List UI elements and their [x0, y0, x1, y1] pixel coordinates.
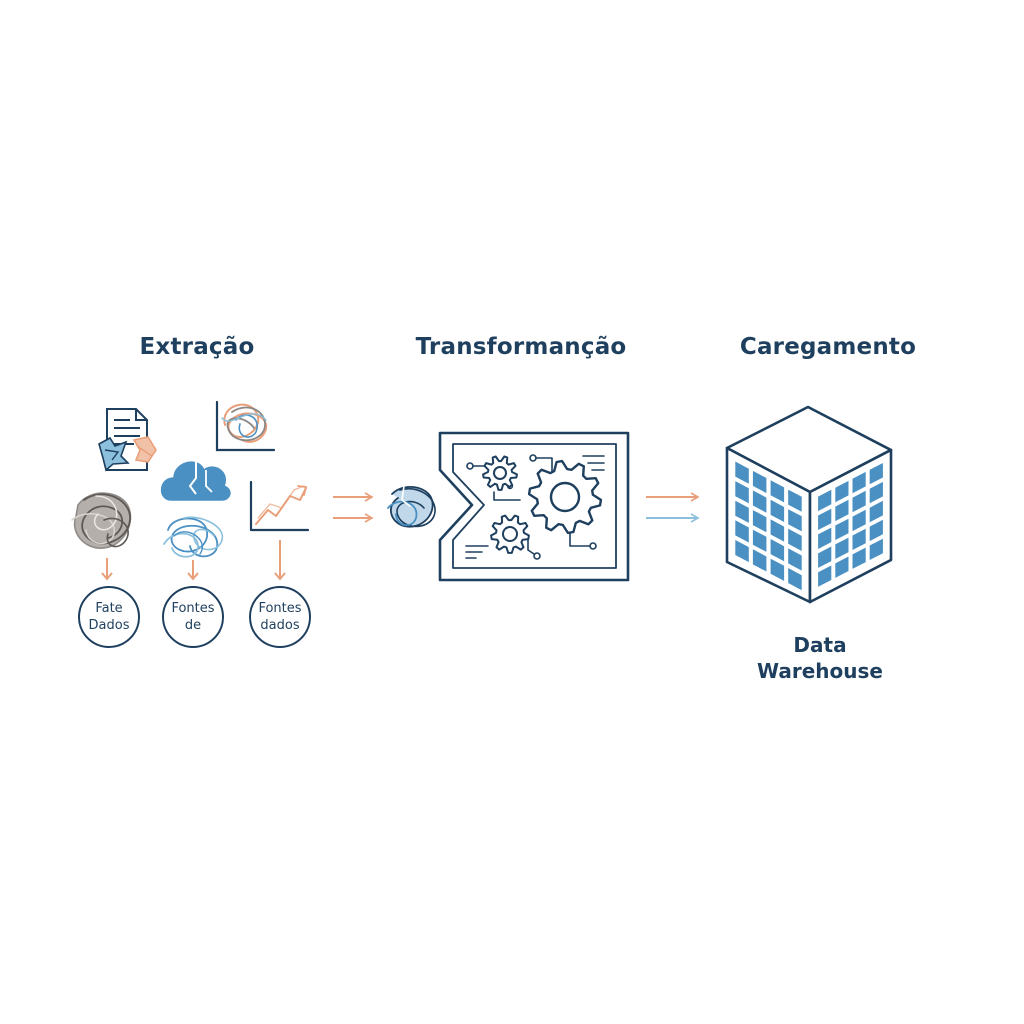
- data-warehouse-label-line2: Warehouse: [757, 659, 883, 683]
- window: [788, 489, 802, 512]
- gear-icon: [490, 514, 530, 554]
- window: [852, 471, 866, 494]
- input-data-tangle-icon: [387, 485, 436, 528]
- source-down-arrows: [101, 540, 286, 581]
- window: [835, 480, 849, 503]
- source-2-line2: de: [184, 618, 202, 633]
- source-circle-2: Fontes de: [162, 586, 224, 648]
- source-3-line2: dados: [260, 618, 300, 633]
- broken-shard-icon: [98, 436, 157, 472]
- source-circle-1: Fate Dados: [78, 586, 140, 648]
- left-facade-windows: [735, 461, 802, 591]
- gray-tangle-icon: [71, 492, 132, 549]
- window: [752, 490, 767, 513]
- window: [735, 461, 749, 484]
- data-warehouse-label-line1: Data: [793, 633, 847, 657]
- window: [835, 499, 849, 522]
- window: [735, 481, 749, 504]
- window: [818, 489, 832, 512]
- window: [752, 470, 767, 494]
- line-chart-icon: [249, 480, 310, 532]
- window: [869, 538, 883, 560]
- window: [788, 548, 802, 571]
- window: [788, 509, 802, 532]
- right-facade-windows: [818, 463, 883, 587]
- window: [752, 549, 767, 572]
- window: [735, 500, 749, 523]
- data-warehouse-label: Data Warehouse: [757, 632, 883, 684]
- window: [818, 508, 832, 530]
- arrows-to-warehouse: [646, 492, 700, 523]
- source-2-line1: Fontes: [171, 601, 215, 616]
- window: [818, 565, 832, 587]
- window: [770, 480, 785, 503]
- window: [770, 558, 785, 581]
- window: [852, 490, 866, 513]
- window: [835, 518, 849, 540]
- source-1-line2: Dados: [88, 618, 130, 633]
- window: [869, 519, 883, 542]
- blue-tangle-icon: [163, 516, 223, 558]
- window: [752, 510, 767, 533]
- source-circle-3: Fontes dados: [249, 586, 311, 648]
- window: [770, 539, 785, 562]
- gear-icon: [527, 459, 603, 535]
- window: [770, 519, 785, 542]
- window: [852, 547, 866, 569]
- stage-title-transformation: Transformanção: [415, 334, 627, 360]
- window: [788, 568, 802, 591]
- window: [788, 528, 802, 551]
- data-warehouse-building-icon: [725, 405, 893, 604]
- cloud-icon: [160, 461, 231, 501]
- source-1-line1: Fate: [95, 601, 123, 616]
- window: [835, 537, 849, 559]
- window: [869, 481, 883, 504]
- window: [852, 509, 866, 532]
- window: [735, 540, 749, 563]
- stage-title-extraction: Extração: [139, 334, 255, 360]
- window: [818, 527, 832, 549]
- window: [852, 528, 866, 550]
- stage-title-loading: Caregamento: [739, 334, 917, 360]
- window: [818, 546, 832, 568]
- gear-icon: [482, 455, 518, 491]
- window: [869, 500, 883, 523]
- window: [869, 463, 883, 485]
- scribble-chart-icon: [215, 400, 276, 452]
- window: [752, 529, 767, 552]
- source-3-line1: Fontes: [258, 601, 302, 616]
- window: [770, 499, 785, 522]
- arrows-to-transformation: [333, 492, 374, 523]
- window: [735, 520, 749, 543]
- window: [835, 556, 849, 578]
